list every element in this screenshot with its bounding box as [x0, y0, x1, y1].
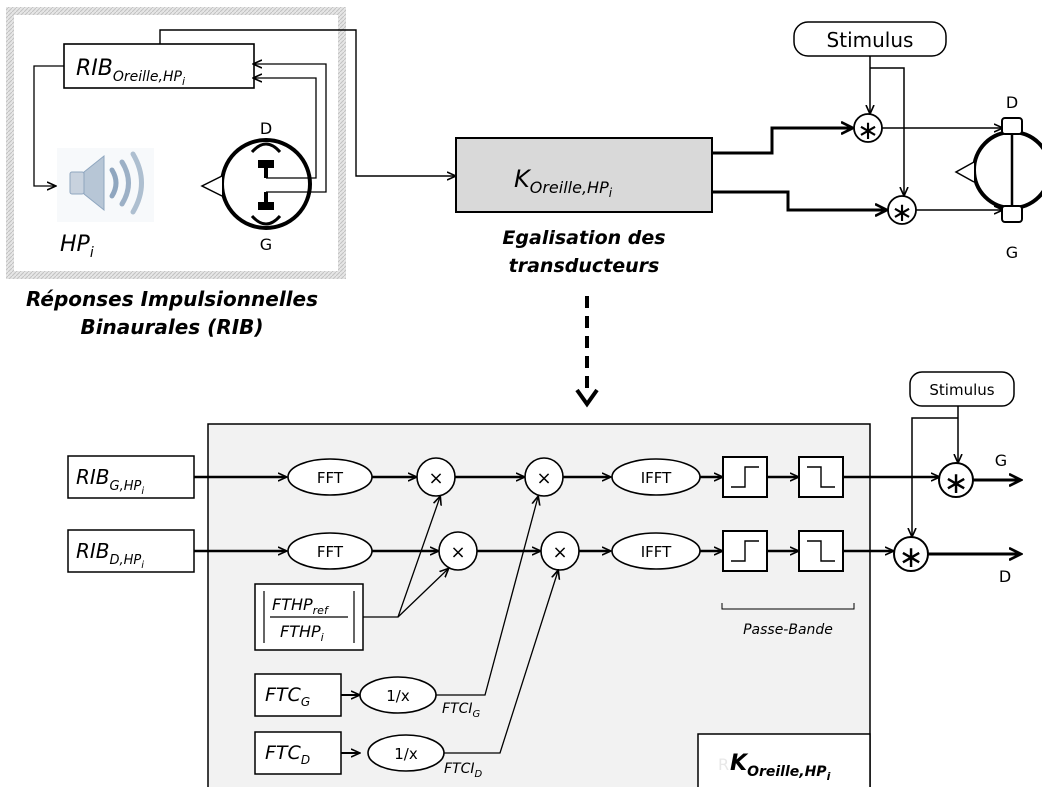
k-box-label: KOreille,HPi — [514, 165, 613, 200]
out-g-label: G — [995, 451, 1007, 470]
detail-arrowhead — [575, 388, 599, 408]
ifft-d-label: IFFT — [641, 543, 672, 561]
ftci-d-label: FTCID — [444, 761, 483, 780]
speaker-icon — [57, 148, 154, 222]
rib-to-k-arrow — [159, 29, 455, 176]
listener-head-right — [954, 117, 1042, 223]
convolution-node-top-1: ∗ — [853, 113, 883, 146]
ftci-g-label: FTCIG — [442, 701, 481, 720]
mic-d-to-rib-arrow — [254, 78, 317, 179]
k-to-conv1-arrow — [712, 128, 852, 155]
mult-g2-label: × — [536, 468, 551, 489]
svg-text:∗: ∗ — [857, 116, 879, 146]
inv-d-label: 1/x — [394, 745, 418, 763]
conv-d-label: ∗ — [898, 540, 923, 575]
ftc-d-box — [254, 731, 342, 775]
ftci-g-to-mult-g2-arrow — [436, 497, 538, 696]
lowpass-g-icon — [807, 466, 835, 488]
rib-measurement-section: RIBOreille,HPi HPi D G — [6, 7, 346, 279]
ifft-g-label: IFFT — [641, 469, 672, 487]
mult-d1-label: × — [450, 542, 465, 563]
rib-to-speaker-arrow — [33, 65, 64, 186]
stimulus-to-conv-d-arrow — [912, 417, 958, 536]
ftc-g-box — [254, 673, 342, 717]
fft-g-label: FFT — [317, 469, 344, 487]
input-rib-g-label: RIBG,HPi — [76, 465, 144, 497]
stimulus-label-bottom: Stimulus — [929, 381, 994, 399]
stimulus-box-bottom — [909, 371, 1015, 407]
out-d-label: D — [999, 567, 1011, 586]
k-to-conv2-arrow — [712, 190, 886, 210]
passband-label: Passe-Bande — [743, 622, 833, 638]
k-caption-line1: Egalisation des — [502, 227, 665, 249]
ftc-d-label: FTCD — [265, 742, 310, 767]
head-left-label-g: G — [260, 235, 272, 254]
ftci-d-to-mult-d2-arrow — [444, 571, 558, 754]
rib-caption-line2: Binaurales (RIB) — [80, 315, 263, 339]
input-rib-d-label: RIBD,HPi — [76, 539, 144, 571]
rib-box-label: RIBOreille,HPi — [76, 56, 185, 88]
head-right-label-d: D — [1006, 93, 1018, 112]
ratio-numerator: FTHPref — [272, 595, 330, 617]
head-left-label-d: D — [260, 119, 272, 138]
fft-d-label: FFT — [317, 543, 344, 561]
panel-label: KOreille,HPi — [730, 751, 831, 783]
input-rib-g-box — [67, 455, 195, 499]
highpass-g-icon — [731, 466, 759, 488]
panel-label-box — [697, 733, 871, 787]
highpass-d-icon — [731, 540, 759, 562]
ratio-denominator: FTHPi — [280, 622, 324, 644]
mic-g-to-rib-arrow — [254, 64, 327, 193]
convolution-node-top-2: ∗ — [887, 195, 917, 228]
k-box — [455, 137, 713, 213]
mult-g1-label: × — [428, 468, 443, 489]
lowpass-d-icon — [807, 540, 835, 562]
input-rib-d-box — [67, 529, 195, 573]
head-right-label-g: G — [1006, 243, 1018, 262]
rib-box — [63, 43, 255, 89]
passband-bracket — [721, 603, 855, 610]
svg-text:∗: ∗ — [891, 198, 913, 228]
stimulus-to-conv2-arrow — [870, 67, 904, 195]
ftc-g-label: FTCG — [265, 684, 310, 709]
speaker-label: HPi — [60, 232, 94, 261]
inv-g-label: 1/x — [386, 687, 410, 705]
stimulus-label-top: Stimulus — [827, 28, 914, 52]
listener-head-left — [200, 138, 312, 230]
ratio-to-mult-d1-arrow — [397, 569, 448, 618]
panel-label-prefix: R — [718, 755, 729, 774]
rib-caption-line1: Réponses Impulsionnelles — [26, 287, 318, 311]
mult-d2-label: × — [552, 542, 567, 563]
k-caption-line2: transducteurs — [509, 255, 660, 277]
conv-g-label: ∗ — [943, 466, 968, 501]
